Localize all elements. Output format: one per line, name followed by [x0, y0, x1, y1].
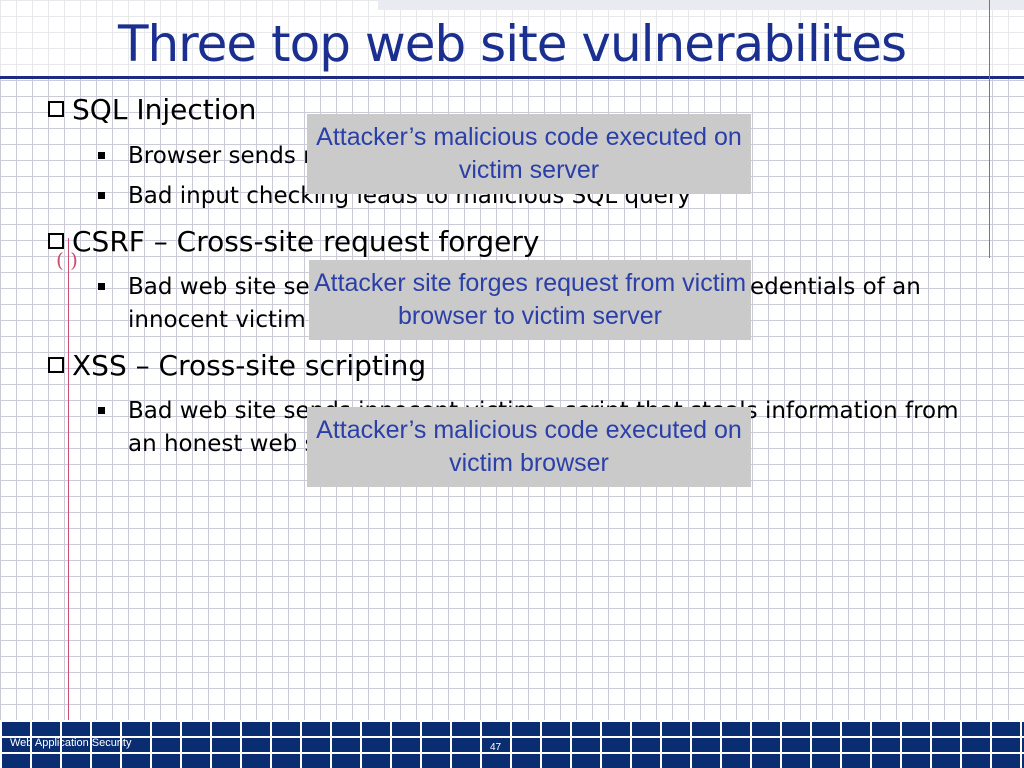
footer-bar	[0, 720, 1024, 768]
notebook-margin-line-right	[989, 0, 990, 258]
checkbox-bullet-icon	[48, 101, 64, 117]
title-band	[0, 0, 1024, 78]
checkbox-bullet-icon	[48, 233, 64, 249]
square-bullet-icon	[98, 152, 105, 159]
bullet-csrf: CSRF – Cross-site request forgery	[48, 225, 539, 258]
title-band-accent	[378, 0, 1024, 10]
section-heading: CSRF – Cross-site request forgery	[72, 225, 540, 258]
checkbox-bullet-icon	[48, 357, 64, 373]
section-heading: XSS – Cross-site scripting	[72, 349, 427, 382]
slide-title: Three top web site vulnerabilites	[117, 15, 907, 73]
square-bullet-icon	[98, 283, 105, 290]
notebook-margin-line-left	[68, 238, 69, 728]
bullet-sql-injection: SQL Injection	[48, 93, 256, 126]
callout-csrf: Attacker site forges request from victim…	[309, 260, 751, 340]
title-underline	[0, 76, 1024, 79]
square-bullet-icon	[98, 192, 105, 199]
page-number: 47	[490, 742, 502, 753]
footer-course-title: Web Application Security	[10, 737, 132, 749]
section-heading: SQL Injection	[72, 93, 257, 126]
bullet-xss: XSS – Cross-site scripting	[48, 349, 426, 382]
callout-xss: Attacker’s malicious code executed on vi…	[307, 407, 751, 487]
callout-sql-injection: Attacker’s malicious code executed on vi…	[307, 114, 751, 194]
square-bullet-icon	[98, 407, 105, 414]
margin-paren-mark: ( )	[56, 248, 78, 272]
